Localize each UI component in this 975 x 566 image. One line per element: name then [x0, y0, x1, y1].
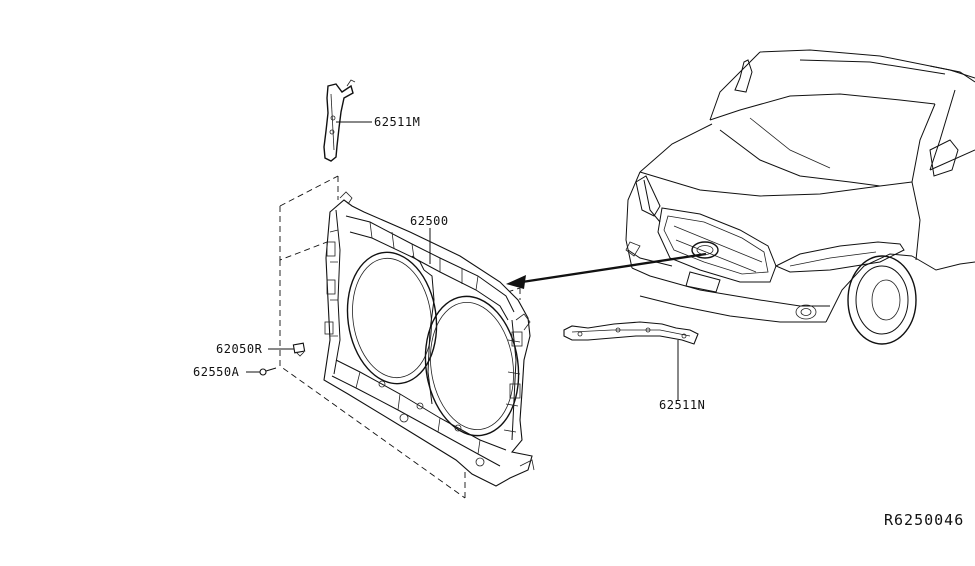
radiator-core-support-62500[interactable] [279, 175, 535, 499]
lower-bracket-62511N[interactable] [563, 321, 699, 400]
diagram-reference-number: R6250046 [884, 511, 964, 529]
vehicle-front-illustration [625, 49, 975, 345]
part-label-62550A: 62550A [193, 365, 240, 379]
part-label-62511N: 62511N [659, 398, 705, 412]
clip-62050R[interactable] [268, 342, 306, 357]
part-label-62500: 62500 [410, 214, 449, 228]
part-label-62050R: 62050R [216, 342, 263, 356]
part-label-62511M: 62511M [374, 115, 420, 129]
upper-bracket-62511M[interactable] [323, 79, 372, 162]
location-arrow [506, 252, 707, 289]
bolt-62550A[interactable] [246, 367, 277, 376]
